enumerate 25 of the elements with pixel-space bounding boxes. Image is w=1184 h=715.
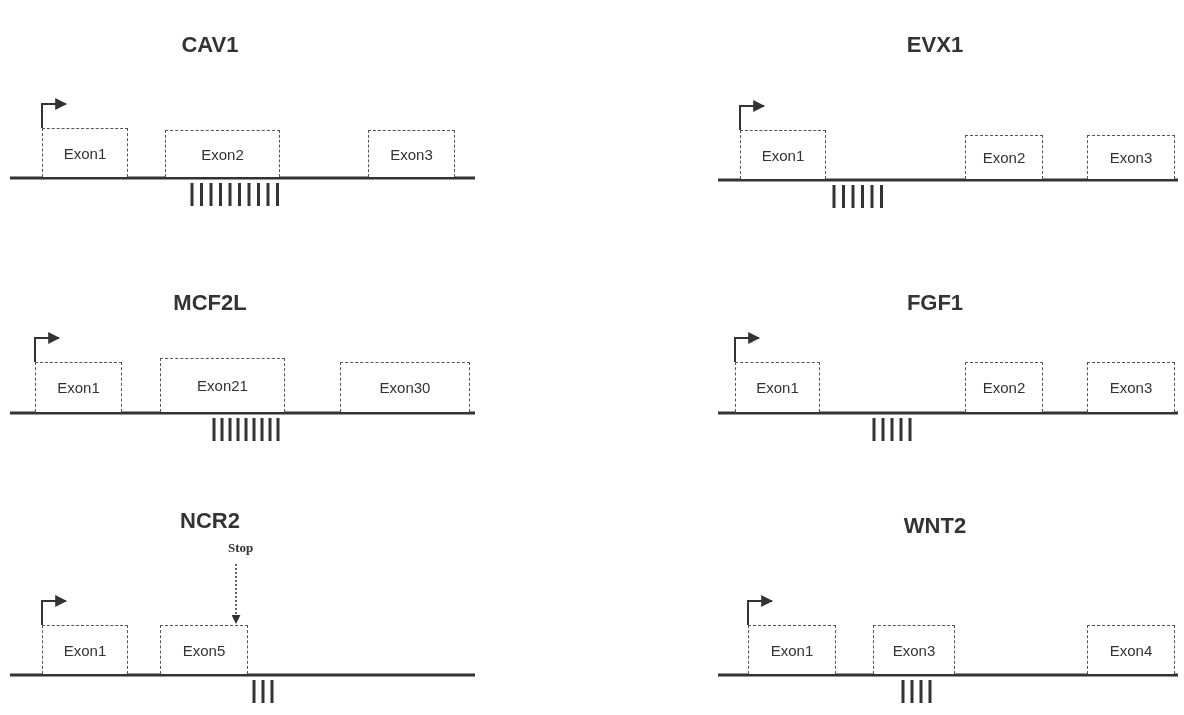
gene-name: CAV1: [181, 32, 239, 58]
gene-name: EVX1: [906, 32, 964, 58]
arrow: [231, 563, 241, 624]
exon-box: Exon3: [873, 625, 955, 674]
exon-box: Exon2: [965, 135, 1043, 179]
exon-box: Exon1: [735, 362, 820, 412]
exon-box: Exon1: [35, 362, 122, 412]
exon-box: Exon5: [160, 625, 248, 674]
gene-name: NCR2: [180, 508, 240, 534]
gene-name: WNT2: [903, 513, 967, 539]
exon-box: Exon1: [748, 625, 836, 674]
exon-box: Exon3: [368, 130, 455, 177]
exon-box: Exon21: [160, 358, 285, 412]
annotation-text: Stop: [228, 540, 254, 556]
exon-box: Exon30: [340, 362, 470, 412]
exon-box: Exon1: [42, 625, 128, 674]
exon-box: Exon2: [165, 130, 280, 177]
exon-box: Exon1: [42, 128, 128, 177]
exon-box: Exon2: [965, 362, 1043, 412]
exon-box: Exon4: [1087, 625, 1175, 674]
exon-box: Exon3: [1087, 362, 1175, 412]
exon-box: Exon1: [740, 130, 826, 179]
gene-name: MCF2L: [173, 290, 247, 316]
exon-box: Exon3: [1087, 135, 1175, 179]
gene-name: FGF1: [906, 290, 964, 316]
